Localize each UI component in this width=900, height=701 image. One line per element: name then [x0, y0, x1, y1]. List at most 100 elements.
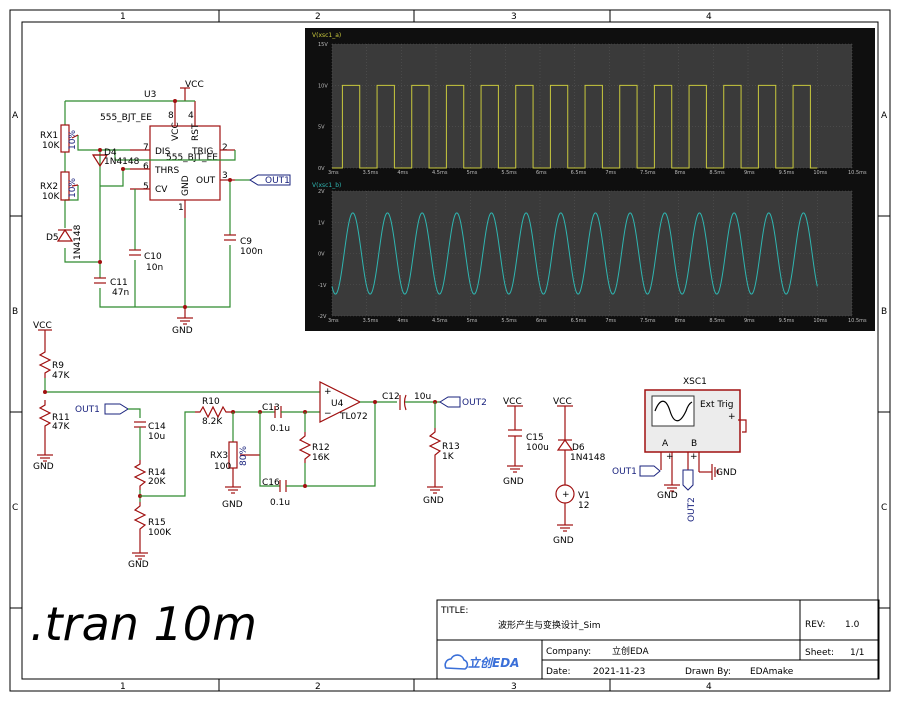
- x-tick-b: 4ms: [397, 318, 408, 324]
- y-tick-a: 10V: [318, 83, 328, 89]
- x-tick-a: 9ms: [744, 170, 755, 176]
- wave-sine: [331, 212, 818, 295]
- y-tick-b: 1V: [318, 220, 325, 226]
- x-tick-b: 7ms: [605, 318, 616, 324]
- x-tick-b: 7.5ms: [640, 318, 656, 324]
- c13-val: 0.1u: [270, 424, 290, 434]
- x-tick-b: 3ms: [328, 318, 339, 324]
- u3-num-vcc: 8: [168, 111, 174, 121]
- x-tick-b: 6.5ms: [571, 318, 587, 324]
- x-tick-b: 6ms: [536, 318, 547, 324]
- c16-ref: C16: [262, 478, 280, 488]
- gnd-label-5: GND: [423, 496, 444, 506]
- u4-minus: −: [324, 409, 332, 419]
- vcc-label-4: VCC: [553, 397, 572, 407]
- rx2-val: 10K: [42, 192, 60, 202]
- gnd-label-3: GND: [128, 560, 149, 570]
- vcc-label-1: VCC: [185, 80, 204, 90]
- d4-ref: D4: [104, 148, 117, 158]
- u4-body[interactable]: [319, 381, 362, 423]
- u3-num-thrs: 6: [143, 162, 149, 172]
- trace-b-label: V(xsc1_b): [312, 182, 341, 189]
- c14-ref: C14: [148, 422, 166, 432]
- row-label-c-r: C: [881, 503, 887, 513]
- x-tick-a: 4.5ms: [432, 170, 448, 176]
- gnd-label-1: GND: [172, 326, 193, 336]
- rx1-ref: RX1: [40, 131, 58, 141]
- sheet-value: 1/1: [850, 648, 864, 658]
- out2-label-2: OUT2: [687, 497, 697, 522]
- xsc1-a-plus: +: [666, 452, 674, 462]
- y-tick-b: -1V: [318, 283, 327, 289]
- company-value: 立创EDA: [612, 645, 649, 657]
- x-tick-a: 5ms: [467, 170, 478, 176]
- y-tick-a: 5V: [318, 125, 325, 131]
- drawn-value: EDAmake: [750, 667, 794, 677]
- row-label-a-r: A: [881, 111, 888, 121]
- c11-val: 47n: [112, 288, 129, 298]
- r11-val: 47K: [52, 422, 70, 432]
- x-tick-a: 7ms: [605, 170, 616, 176]
- company-label: Company:: [546, 647, 591, 657]
- y-tick-a: 15V: [318, 42, 328, 48]
- d6-val: 1N4148: [570, 453, 606, 463]
- u3-num-dis: 7: [143, 143, 149, 153]
- x-tick-a: 7.5ms: [640, 170, 656, 176]
- xsc1-b-plus: +: [690, 452, 698, 462]
- drawn-label: Drawn By:: [685, 667, 731, 677]
- x-tick-a: 3.5ms: [363, 170, 379, 176]
- c13-ref: C13: [262, 403, 280, 413]
- u3-model: 555_BJT_EE: [100, 113, 152, 123]
- sheet-label: Sheet:: [805, 648, 834, 658]
- c15-val: 100u: [526, 443, 549, 453]
- out2-flag-2: [682, 469, 694, 491]
- u4-ref: U4: [331, 399, 344, 409]
- x-tick-a: 8.5ms: [709, 170, 725, 176]
- r10-ref: R10: [202, 397, 220, 407]
- x-tick-a: 6ms: [536, 170, 547, 176]
- rx1-val: 10K: [42, 141, 60, 151]
- c16-val: 0.1u: [270, 498, 290, 508]
- out1-label-2: OUT1: [75, 405, 100, 415]
- c10-val: 10n: [146, 263, 163, 273]
- col-label-1: 1: [120, 12, 126, 22]
- out2-label-1: OUT2: [462, 398, 487, 408]
- row-label-b-r: B: [881, 307, 887, 317]
- rev-label: REV:: [805, 620, 825, 630]
- u3-pin-rst: RST: [191, 123, 201, 141]
- rx2-body[interactable]: [60, 171, 70, 201]
- rx1-body[interactable]: [60, 124, 70, 153]
- v1-plus: +: [562, 490, 570, 500]
- xsc1-ext: Ext Trig: [700, 400, 734, 410]
- oscilloscope-xsc1[interactable]: XSC1 Ext Trig A B + + + OUT1 GND OUT2 GN…: [612, 377, 747, 522]
- u3-pin-cv: CV: [155, 185, 168, 195]
- rx3-pct: 80%: [239, 446, 249, 466]
- gnd-label-7: GND: [553, 536, 574, 546]
- x-tick-a: 3ms: [328, 170, 339, 176]
- xsc1-b: B: [691, 439, 697, 449]
- x-tick-a: 10ms: [813, 170, 827, 176]
- rx2-pct: 10%: [68, 178, 78, 198]
- xsc1-wave-icon: [654, 400, 693, 422]
- out1-flag-1: [249, 174, 291, 186]
- rev-value: 1.0: [845, 620, 860, 630]
- trace-a-label: V(xsc1_a): [312, 32, 341, 39]
- col-label-1b: 1: [120, 682, 126, 692]
- gnd-label-9: GND: [716, 468, 737, 478]
- out1-flag-3: [639, 465, 661, 477]
- row-label-a: A: [12, 111, 19, 121]
- col-label-3: 3: [511, 12, 517, 22]
- u3-pin-thrs: THRS: [154, 166, 180, 176]
- xsc1-ext-plus: +: [728, 412, 736, 422]
- x-tick-b: 5.5ms: [501, 318, 517, 324]
- u3-pin-trig: TRIG: [191, 147, 213, 157]
- u4-plus: +: [324, 387, 332, 397]
- c12-ref: C12: [382, 392, 400, 402]
- out1-flag-2: [104, 403, 129, 415]
- r14-ref: R14: [148, 468, 166, 478]
- x-tick-a: 6.5ms: [571, 170, 587, 176]
- col-label-3b: 3: [511, 682, 517, 692]
- wave-square: [332, 84, 818, 169]
- plot-b-area: [332, 191, 852, 316]
- c15-ref: C15: [526, 433, 544, 443]
